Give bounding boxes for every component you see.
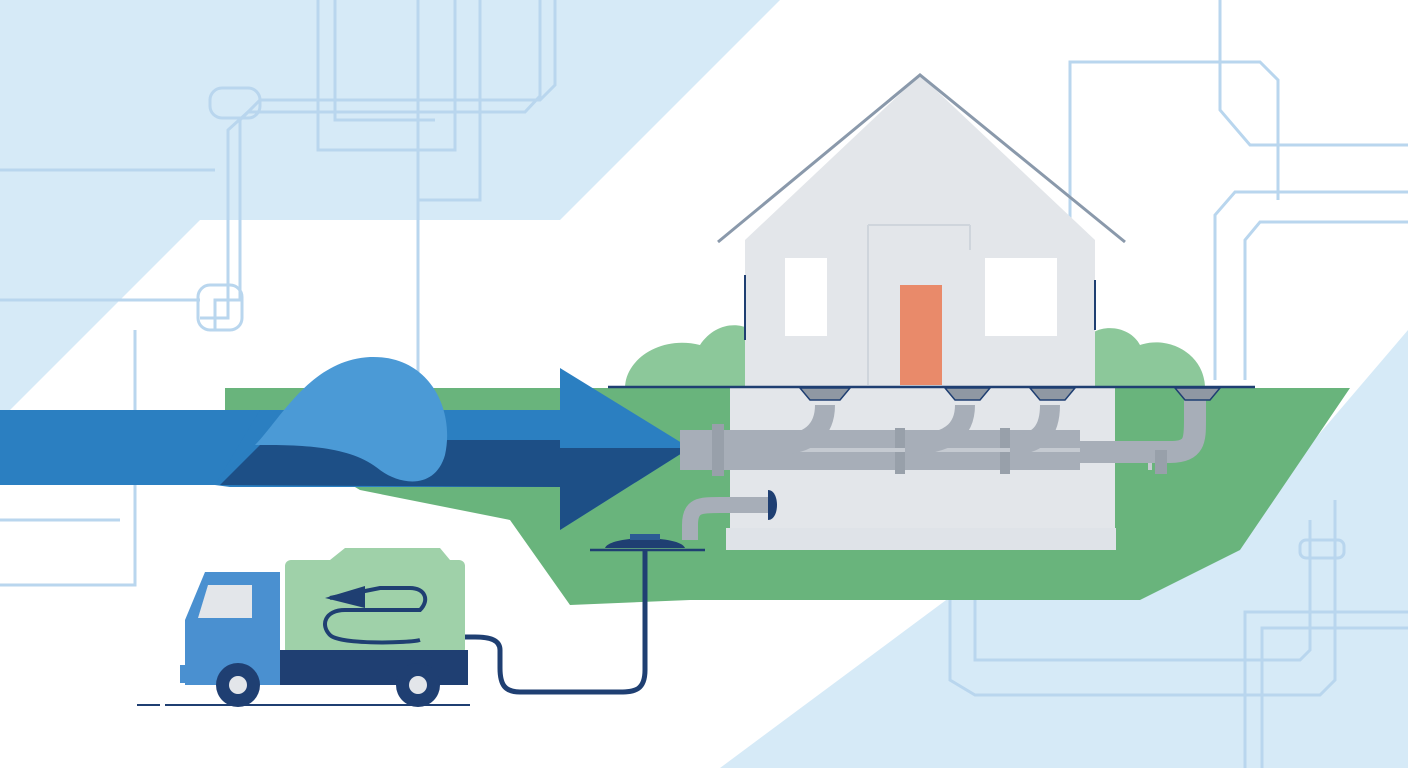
bush-left [625,325,770,388]
truck-bumper [180,665,194,683]
door [900,285,942,385]
blueprint-pipe-r1 [1068,60,1280,290]
window-right [985,258,1057,336]
flow-wave [255,356,448,482]
vacuum-hose [460,550,648,695]
blueprint-coupling [1298,538,1346,560]
house-trim [867,224,971,385]
pipe-coupling-4 [1155,450,1167,474]
truck-window [198,585,252,618]
blueprint-pipe-br4 [1260,626,1408,768]
tank-top [330,548,450,560]
truck-hubcap-front [229,676,247,694]
house-icon [608,73,1255,550]
cleanout-cap-icon [768,490,777,520]
blueprint-pipe-br1 [948,500,1337,697]
drain-branch-1 [774,404,835,455]
blueprint-pipe-br3 [1243,610,1408,768]
blueprint-elbow-lower [196,283,244,332]
roof-line [717,73,1126,244]
blueprint-frame-inner [333,0,435,122]
vacuum-truck-icon [137,548,470,707]
hose-nozzle [325,586,365,608]
truck-tank [285,560,465,655]
bushes [625,325,1205,388]
bush-right [1080,328,1205,388]
blueprint-pipe-br2 [973,520,1312,662]
drain-branch-3 [1009,404,1060,455]
blueprint-elbow [208,86,262,120]
right-riser [1080,400,1206,463]
blueprint-pipe-r2 [1218,0,1408,147]
blueprint-pipe-b [200,0,542,320]
floor-drain-icon [798,387,852,401]
cleanout-lid-top [630,534,660,540]
blueprint-pipe-r4 [1243,220,1408,380]
coiled-hose [323,586,428,645]
blueprint-frame [316,0,457,152]
foundation-footing [726,528,1116,550]
cleanout-pipe [682,497,768,540]
floor-drain-icon [1028,387,1077,401]
drain-branch-2 [904,404,975,455]
floor-drain-icon [1173,387,1222,401]
flow-arrow-icon [0,356,690,530]
blueprint-pipe-a [213,0,557,330]
pipe-coupling-1 [712,424,724,476]
truck-hubcap-rear [409,676,427,694]
window-left [785,258,827,336]
blueprint-pipe-r3 [1213,190,1408,380]
sewer-pipes [680,400,1206,540]
flow-arrow-head-shadow [560,448,690,530]
blueprint-frame-b [416,0,482,202]
floor-drains [798,387,1222,401]
floor-drain-icon [943,387,992,401]
left-wedge-panel [0,220,200,420]
cleanout-lid-icon [605,538,685,548]
top-left-panel [0,0,780,220]
